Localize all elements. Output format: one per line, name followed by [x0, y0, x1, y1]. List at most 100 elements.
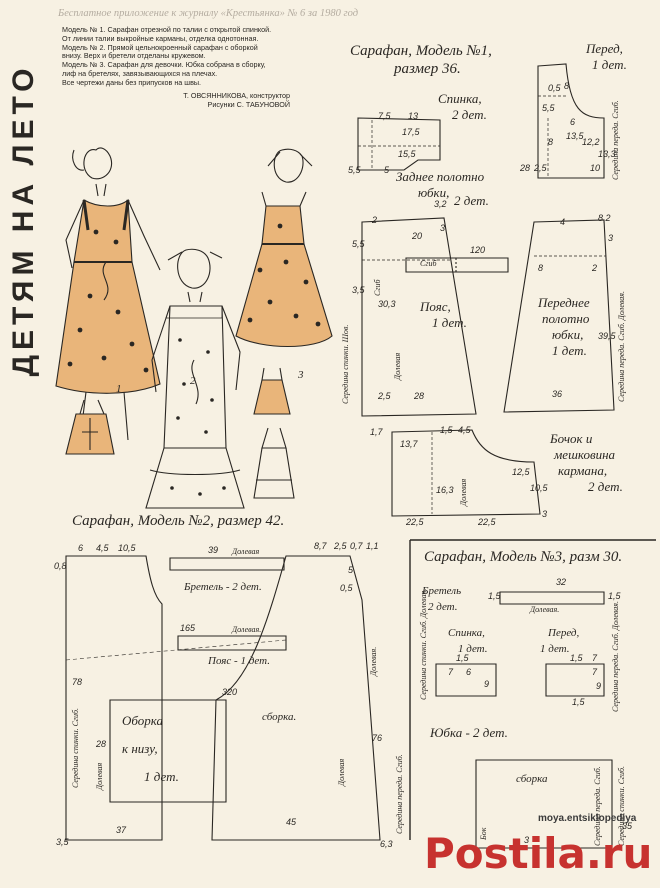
model1-back-bodice: [357, 117, 441, 171]
model3-back-count: 1 дет.: [458, 643, 488, 655]
dim: 2,5: [378, 391, 391, 401]
model2-ruffle: Оборка: [122, 713, 164, 728]
model1-center-front-skirt: Середина переда. Сгиб. Долевая.: [617, 290, 626, 402]
dim: 39: [208, 545, 219, 555]
dim: 15,5: [398, 149, 416, 159]
dim: 8,2: [598, 213, 611, 223]
model2-main-pattern: [65, 555, 381, 841]
model2-strap: Бретель - 2 дет.: [184, 581, 262, 593]
model2-belt: Пояс - 1 дет.: [208, 655, 270, 667]
dim: 6: [466, 667, 472, 677]
model1-front-count: 1 дет.: [592, 57, 627, 72]
model1-pocket-count: 2 дет.: [588, 479, 623, 494]
dim: 0,8: [54, 561, 67, 571]
model3-patterns: [409, 539, 656, 849]
model1-skirt-fold: Сгиб: [373, 279, 382, 296]
model2-ruffle2: к низу,: [122, 741, 158, 756]
dim: 32: [556, 577, 567, 587]
dim: 30,3: [378, 299, 396, 309]
dim: 28: [520, 163, 531, 173]
dim: 0,5: [548, 83, 561, 93]
dim: 5,5: [348, 165, 361, 175]
description-line: лиф на бретелях, завязывающихся на плеча…: [62, 69, 218, 78]
description-line: Модель № 3. Сарафан для девочки. Юбка со…: [62, 61, 266, 70]
magazine-header: Бесплатное приложение к журналу «Крестья…: [58, 8, 359, 19]
model3-back: Спинка,: [448, 627, 485, 639]
dim: 2: [372, 215, 378, 225]
dim: 76: [372, 733, 383, 743]
dim: 13,3: [598, 149, 616, 159]
model1-belt-fold: Сгиб: [420, 259, 437, 268]
dim: 22,5: [478, 517, 496, 527]
model1-pocket-label2: мешковина: [554, 447, 616, 462]
dim: 3: [440, 223, 446, 233]
dim: 7: [448, 667, 454, 677]
dim: 28: [414, 391, 425, 401]
model1-front-label: Перед,: [586, 41, 623, 56]
figure-3-illustration: [235, 148, 333, 347]
dim: 5,5: [542, 103, 555, 113]
model1-back-skirt: [361, 217, 477, 417]
dim: 4,5: [458, 425, 471, 435]
constructor-credit: Т. ОВСЯННИКОВА, конструктор: [183, 91, 290, 100]
figure-3-small-view: [253, 367, 291, 415]
model3-gather: сборка: [516, 773, 548, 785]
dim: 3,5: [352, 285, 365, 295]
model2-ruffle-count: 1 дет.: [144, 769, 179, 784]
dim: 7: [592, 667, 598, 677]
dim: 36: [552, 389, 563, 399]
dim: 1,5: [570, 653, 583, 663]
model2-back-grain: Долевая: [95, 762, 104, 790]
dim: 0,5: [340, 583, 353, 593]
dim: 4,5: [96, 543, 109, 553]
model1-front-skirt-label3: юбки,: [552, 327, 584, 342]
dim: 13,5: [566, 131, 584, 141]
dim: 1,1: [366, 541, 379, 551]
dim: 8,7: [314, 541, 327, 551]
dim: 3: [542, 509, 548, 519]
dim: 13: [408, 111, 419, 121]
model1-center-front-bodice: Середина переда. Сгиб.: [611, 100, 620, 180]
dim: 5: [384, 165, 390, 175]
dim: 6: [570, 117, 576, 127]
dim: 45: [286, 817, 297, 827]
description-line: От линии талии выкройные карманы, отделк…: [62, 34, 259, 43]
model2-front-grain: Долевая: [337, 758, 346, 786]
dim: 4: [560, 217, 566, 227]
dim: 39,5: [598, 331, 616, 341]
dim: 1,7: [370, 427, 383, 437]
dim: 16,3: [436, 485, 454, 495]
figure-2-small-view: [253, 427, 295, 499]
artist-credit: Рисунки С. ТАБУНОВОЙ: [207, 99, 290, 109]
model1-front-skirt-label: Переднее: [538, 295, 590, 310]
model3-front-count: 1 дет.: [540, 643, 570, 655]
postila-logo: Postila.ru: [424, 829, 650, 878]
description-line: внизу. Верх и бретели отделаны кружевом.: [62, 52, 206, 61]
dim: 7: [592, 653, 598, 663]
dim: 17,5: [402, 127, 420, 137]
model1-back-count: 2 дет.: [452, 107, 487, 122]
dim: 78: [72, 677, 83, 687]
model1-back-skirt-label: Заднее полотно: [396, 169, 485, 184]
dim: 5: [348, 565, 354, 575]
dim: 2,5: [534, 163, 547, 173]
model1-pocket: [391, 429, 541, 517]
dim: 10,5: [530, 483, 548, 493]
dim: 8: [538, 263, 544, 273]
model1-belt-label: Пояс,: [420, 299, 451, 314]
svg-text:Postila.ru: Postila.ru: [424, 829, 650, 878]
figure-2-illustration: [145, 248, 245, 509]
model1-center-back: Середина спинки. Шов.: [341, 324, 350, 404]
model1-back-skirt-grain: Долевая: [393, 352, 402, 380]
model2-strap-grain: Долевая: [232, 547, 260, 556]
dim: 165: [180, 623, 196, 633]
model2-center-front: Середина переда. Сгиб.: [395, 754, 404, 834]
dim: 1,5: [456, 653, 469, 663]
model1-belt-count: 1 дет.: [432, 315, 467, 330]
dim: 37: [116, 825, 127, 835]
site-watermark: moya.entsiklopediya: [538, 813, 637, 824]
dim: 12,2: [582, 137, 600, 147]
figure-number-3: 3: [298, 369, 304, 381]
